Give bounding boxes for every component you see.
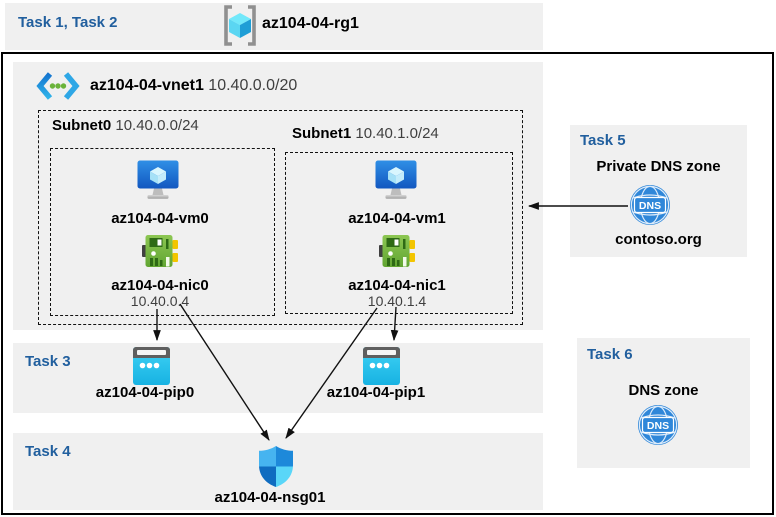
dns-badge-text-task5: DNS xyxy=(639,200,661,212)
task6-panel xyxy=(577,338,750,468)
subnet0-cidr: 10.40.0.0/24 xyxy=(115,117,199,134)
nic0-ip: 10.40.0.4 xyxy=(130,293,190,309)
resource-group-band xyxy=(5,3,543,50)
nic1-name: az104-04-nic1 xyxy=(348,277,446,294)
subnet1-cidr: 10.40.1.0/24 xyxy=(355,125,439,142)
vm1-icon xyxy=(375,160,417,199)
nsg-name: az104-04-nsg01 xyxy=(214,489,326,506)
vnet-title: az104-04-vnet1 10.40.0.0/20 xyxy=(90,77,297,95)
subnet0-dashed-box xyxy=(50,148,275,316)
diagram-border xyxy=(1,52,774,515)
task-1-2-label: Task 1, Task 2 xyxy=(18,14,118,31)
subnet1-dashed-box xyxy=(285,152,513,314)
nic0-icon xyxy=(142,235,178,267)
task3-panel xyxy=(13,343,543,413)
dns-zone-icon: DNS xyxy=(638,405,678,445)
task5-label: Task 5 xyxy=(580,132,626,149)
private-dns-zone-name: contoso.org xyxy=(615,231,702,248)
nic1-icon xyxy=(379,235,415,267)
vnet-cidr: 10.40.0.0/20 xyxy=(208,77,298,94)
nic0-name: az104-04-nic0 xyxy=(111,277,209,294)
pip0-name: az104-04-pip0 xyxy=(95,384,195,401)
private-dns-zone-title: Private DNS zone xyxy=(596,158,721,175)
vm0-icon xyxy=(137,160,179,199)
vnet-name: az104-04-vnet1 xyxy=(90,77,204,94)
resource-group-name: az104-04-rg1 xyxy=(262,15,359,32)
dns-badge-text-task6: DNS xyxy=(647,420,669,432)
dns-zone-title: DNS zone xyxy=(628,382,699,399)
pip1-icon xyxy=(363,347,400,385)
vnet-panel xyxy=(13,62,543,330)
pip0-icon xyxy=(133,347,170,385)
subnet0-name: Subnet0 xyxy=(52,117,112,134)
address-space-dashed-box xyxy=(38,110,523,325)
task6-label: Task 6 xyxy=(587,346,633,363)
subnet1-name: Subnet1 xyxy=(292,125,352,142)
task4-label: Task 4 xyxy=(25,443,71,460)
vm1-name: az104-04-vm1 xyxy=(348,210,446,227)
resource-group-icon xyxy=(224,5,256,46)
subnet1-label: Subnet1 10.40.1.0/24 xyxy=(292,125,439,142)
task3-label: Task 3 xyxy=(25,353,71,370)
vm0-name: az104-04-vm0 xyxy=(111,210,209,227)
nic1-ip: 10.40.1.4 xyxy=(367,293,427,309)
pip1-name: az104-04-pip1 xyxy=(326,384,426,401)
nsg-shield-icon xyxy=(259,446,293,487)
private-dns-zone-icon: DNS xyxy=(630,185,670,225)
subnet0-label: Subnet0 10.40.0.0/24 xyxy=(52,117,199,134)
virtual-network-icon xyxy=(36,72,80,100)
